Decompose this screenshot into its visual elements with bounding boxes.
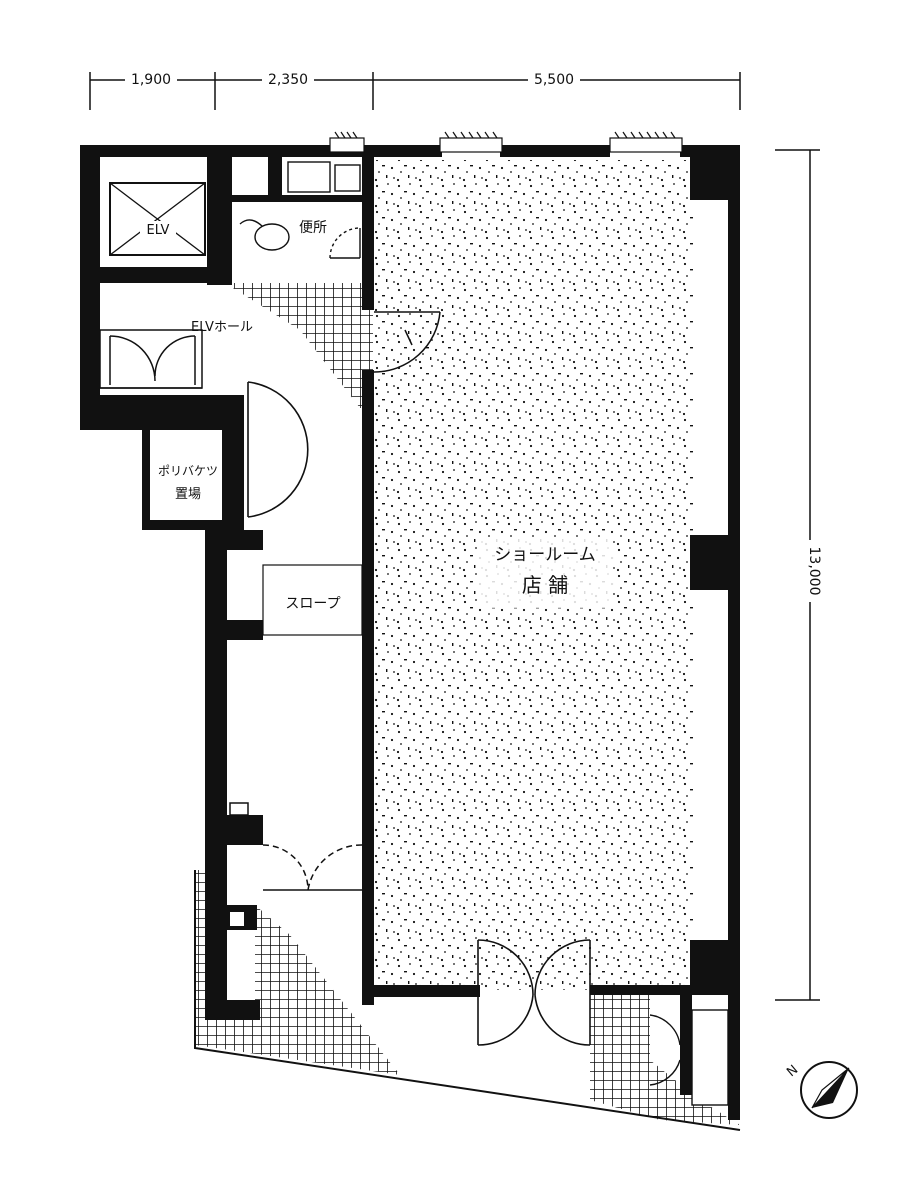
elevator-car: ELV [109, 182, 206, 256]
dim-label-3: 5,500 [534, 72, 574, 88]
showroom-label-1: ショールーム [494, 545, 596, 565]
showroom-label-2: 店 舗 [522, 573, 568, 597]
corridor-double-door [229, 802, 363, 891]
lot-boundary [194, 870, 741, 1131]
wall-niches [230, 590, 246, 926]
toilet-room: 便所 [239, 161, 361, 259]
walls [80, 145, 740, 1120]
garbage-door [247, 381, 309, 518]
elv-hall-label: ELVホール [191, 320, 253, 335]
elevator-label: ELV [147, 223, 170, 238]
windows-top [329, 131, 683, 153]
entrance-double-door [477, 939, 591, 1046]
entrance-side-door [649, 1009, 729, 1106]
slope-area: スロープ [262, 564, 363, 636]
garbage-label-2: 置場 [175, 487, 201, 502]
slope-label: スロープ [285, 596, 340, 612]
toilet-label: 便所 [299, 220, 327, 236]
entrance-floor-tiles [590, 990, 740, 1125]
showroom-side-door [373, 311, 441, 373]
dim-label-2: 2,350 [268, 72, 308, 88]
dim-label-1: 1,900 [131, 72, 171, 88]
elv-hall-doors [99, 329, 203, 389]
dim-label-height: 13,000 [806, 547, 822, 596]
garbage-storage: ポリバケツ 置場 [150, 430, 222, 520]
north-label: N [784, 1062, 801, 1080]
dimension-right: 13,000 [775, 149, 822, 1001]
dimension-top: 1,900 2,350 5,500 [89, 71, 741, 110]
garbage-label-1: ポリバケツ [158, 464, 218, 478]
north-arrow-icon: N [784, 1061, 858, 1119]
